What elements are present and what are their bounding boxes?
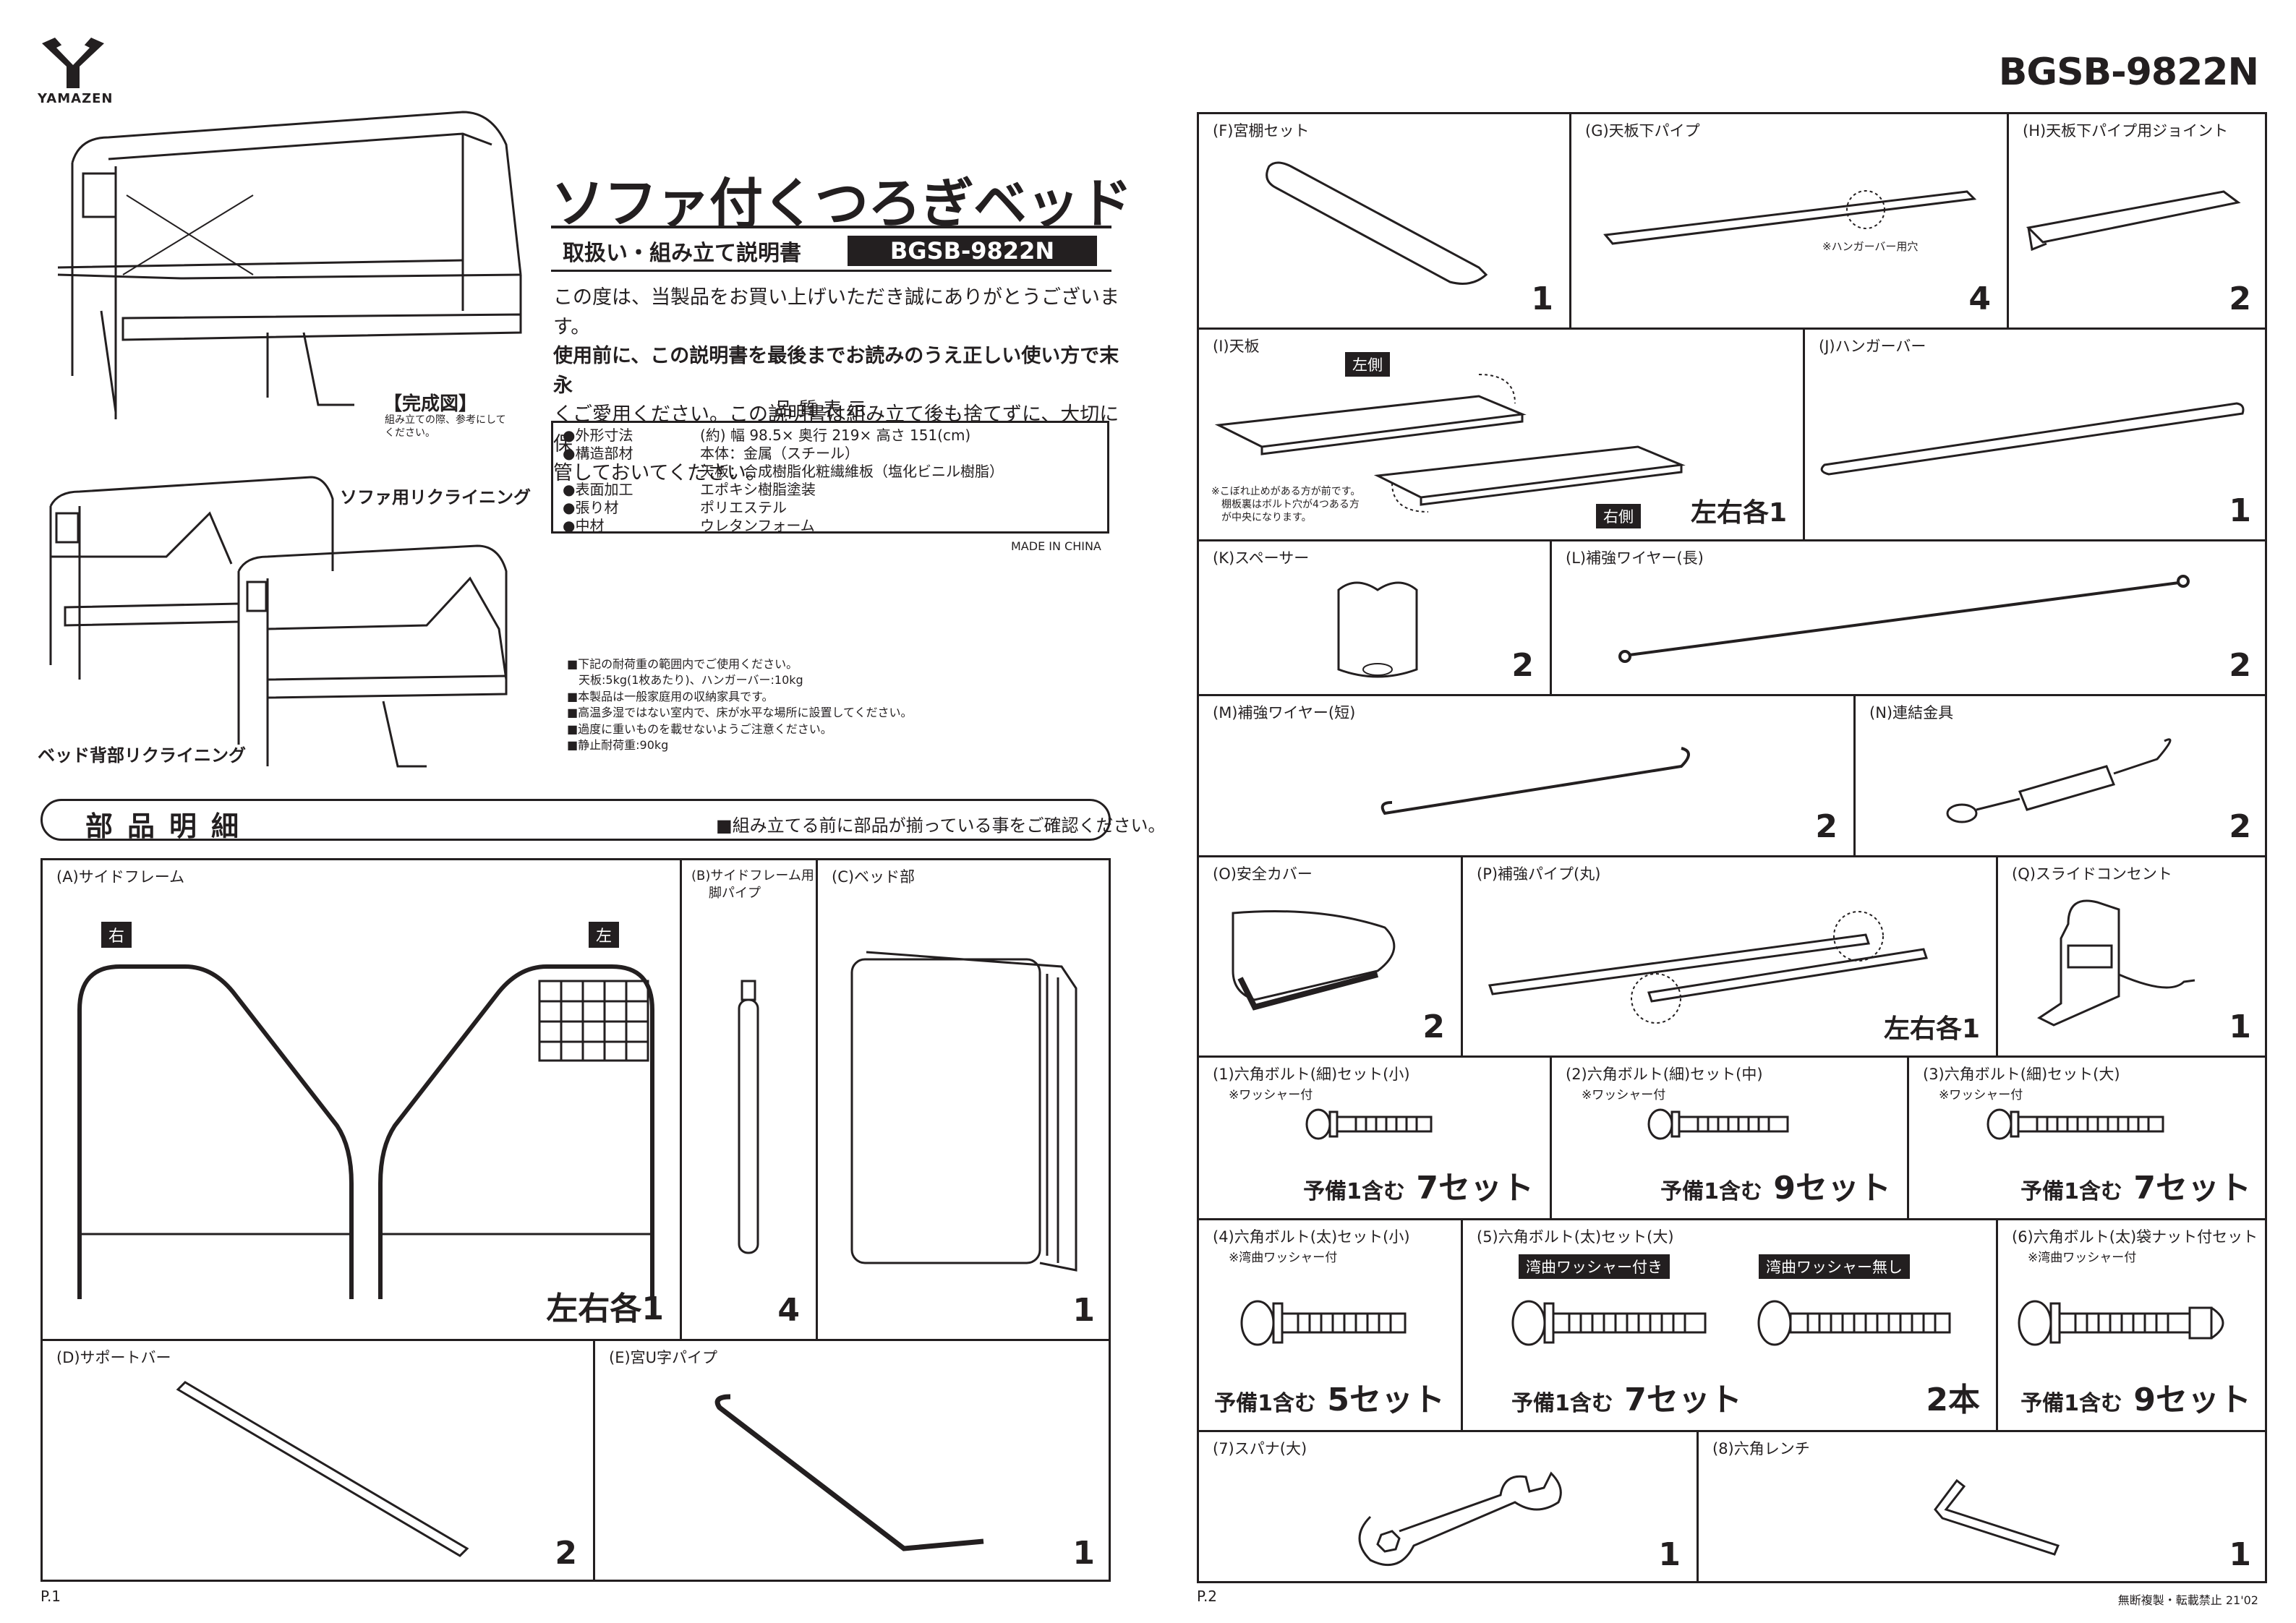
part-8: (8)六角レンチ 1 (1712, 1440, 2251, 1573)
parts-grid-p2 (1197, 112, 2267, 1583)
part-A: (A)サイドフレーム 右 左 左右各1 (56, 868, 664, 1327)
long-wire-drawing (1618, 575, 2190, 663)
round-pipe-drawing (1488, 911, 1928, 1024)
hex-wrench-icon (1934, 1478, 2060, 1556)
short-wire-drawing (1380, 747, 1690, 815)
u-pipe-drawing (714, 1394, 984, 1551)
bed-recline-label: ベッド背部リクライニング (38, 745, 246, 766)
part-M: (M)補強ワイヤー(短) 2 (1213, 704, 1838, 845)
part-N: (N)連結金具 2 (1869, 704, 2251, 845)
part-K: (K)スペーサー 2 (1213, 549, 1534, 684)
spacer-drawing (1337, 581, 1418, 678)
product-title: ソファ付くつろぎベッド (551, 173, 1132, 235)
part-4: (4)六角ボルト(太)セット(小) ※湾曲ワッシャー付 予備1含む 5セット (1213, 1228, 1445, 1418)
completed-bed-illustration (57, 111, 522, 419)
page-number-2: P.2 (1197, 1588, 1218, 1605)
spanner-icon (1358, 1471, 1562, 1567)
yamazen-logo-icon (42, 38, 104, 88)
support-bar-drawing (176, 1381, 469, 1557)
thick-bolt-cap-nut-icon (2018, 1300, 2224, 1346)
thick-bolt-no-washer-icon (1757, 1300, 1951, 1346)
part-O: (O)安全カバー 2 (1213, 865, 1445, 1045)
part-I: (I)天板 左側 ※こぼれ止めがある方が前です。 棚板裏はボルト穴が4つある方 … (1211, 338, 1787, 528)
page-number-1: P.1 (40, 1588, 61, 1605)
completed-note: 組み立ての際、参考にしてください。 (385, 414, 506, 440)
board-notes: ※こぼれ止めがある方が前です。 棚板裏はボルト穴が4つある方 が中央になります。 (1211, 486, 1361, 524)
part-6: (6)六角ボルト(太)袋ナット付セット ※湾曲ワッシャー付 予備1含む 9セット (2012, 1228, 2258, 1418)
part-7: (7)スパナ(大) 1 (1213, 1440, 1681, 1573)
safety-cover-drawing (1232, 910, 1396, 1011)
quality-heading: 品質表示 (774, 399, 873, 421)
part-P: (P)補強パイプ(丸) 左右各1 (1477, 865, 1980, 1044)
parts-header-pill (40, 799, 1111, 841)
bolt-small-icon (1305, 1108, 1433, 1140)
part-3: (3)六角ボルト(細)セット(大) ※ワッシャー付 予備1含む 7セット (1923, 1066, 2251, 1207)
intro-text: この度は、当製品をお買い上げいただき誠にありがとうございます。 使用前に、この説… (553, 286, 1119, 484)
turnbuckle-drawing (1946, 738, 2172, 823)
part-H: (H)天板下パイプ用ジョイント 2 (2023, 122, 2251, 317)
part-5: (5)六角ボルト(太)セット(大) 湾曲ワッシャー付き 湾曲ワッシャー無し 予備… (1477, 1228, 1980, 1418)
parts-title: 部品明細 (85, 810, 254, 842)
side-frame-drawing (77, 964, 654, 1299)
model-code-header: BGSB-9822N (1998, 51, 2259, 94)
copyright-note: 無断複製・転載禁止 21'02 (2117, 1593, 2258, 1607)
bed-unit-drawing (850, 951, 1077, 1272)
joint-drawing (2026, 190, 2241, 252)
part-L: (L)補強ワイヤー(長) 2 (1566, 549, 2251, 684)
part-F: (F)宮棚セット 1 (1213, 122, 1553, 317)
load-notes: ■下記の耐荷重の範囲内でご使用ください。 天板:5kg(1枚あたり)、ハンガーバ… (567, 657, 913, 752)
under-pipe-drawing (1603, 190, 1977, 245)
slide-outlet-drawing (2037, 899, 2195, 1027)
quality-label-box (551, 421, 1109, 534)
parts-grid-p1 (40, 858, 1111, 1582)
leg-pipe-drawing (738, 980, 759, 1254)
thick-bolt-small-icon (1240, 1300, 1407, 1346)
part-J: (J)ハンガーバー 1 (1819, 338, 2251, 529)
hanger-bar-drawing (1820, 402, 2245, 476)
part-G: (G)天板下パイプ ※ハンガーバー用穴 4 (1585, 122, 1991, 317)
thick-bolt-washer-icon (1511, 1300, 1707, 1346)
part-2: (2)六角ボルト(細)セット(中) ※ワッシャー付 予備1含む 9セット (1566, 1066, 1891, 1207)
bolt-large-icon (1986, 1108, 2164, 1140)
sofa-recline-label: ソファ用リクライニング (340, 487, 531, 508)
part-B: (B)サイドフレーム用 脚パイプ 4 (691, 868, 814, 1329)
part-Q: (Q)スライドコンセント 1 (2012, 865, 2251, 1045)
bolt-medium-icon (1647, 1108, 1789, 1140)
top-board-drawing (1214, 374, 1686, 513)
parts-check-note: ■組み立てる前に部品が揃っている事をご確認ください。 (716, 815, 1166, 836)
part-C: (C)ベッド部 1 (832, 868, 1095, 1329)
completed-label: 【完成図】 (383, 393, 478, 415)
brand-name: YAMAZEN (38, 91, 114, 106)
subtitle-model-badge: BGSB-9822N (848, 236, 1097, 266)
made-in-china: MADE IN CHINA (1011, 539, 1101, 553)
quality-rows: ●外形寸法(約) 幅 98.5× 奥行 219× 高さ 151(cm) ●構造部… (563, 427, 1004, 534)
subtitle: 取扱い・組み立て説明書 (563, 241, 801, 266)
part-D: (D)サポートバー 2 (56, 1349, 577, 1572)
recline-illustration (49, 476, 508, 768)
shelf-set-drawing (1266, 161, 1488, 285)
part-1: (1)六角ボルト(細)セット(小) ※ワッシャー付 予備1含む 7セット (1213, 1066, 1534, 1207)
part-E: (E)宮U字パイプ 1 (609, 1349, 1095, 1572)
